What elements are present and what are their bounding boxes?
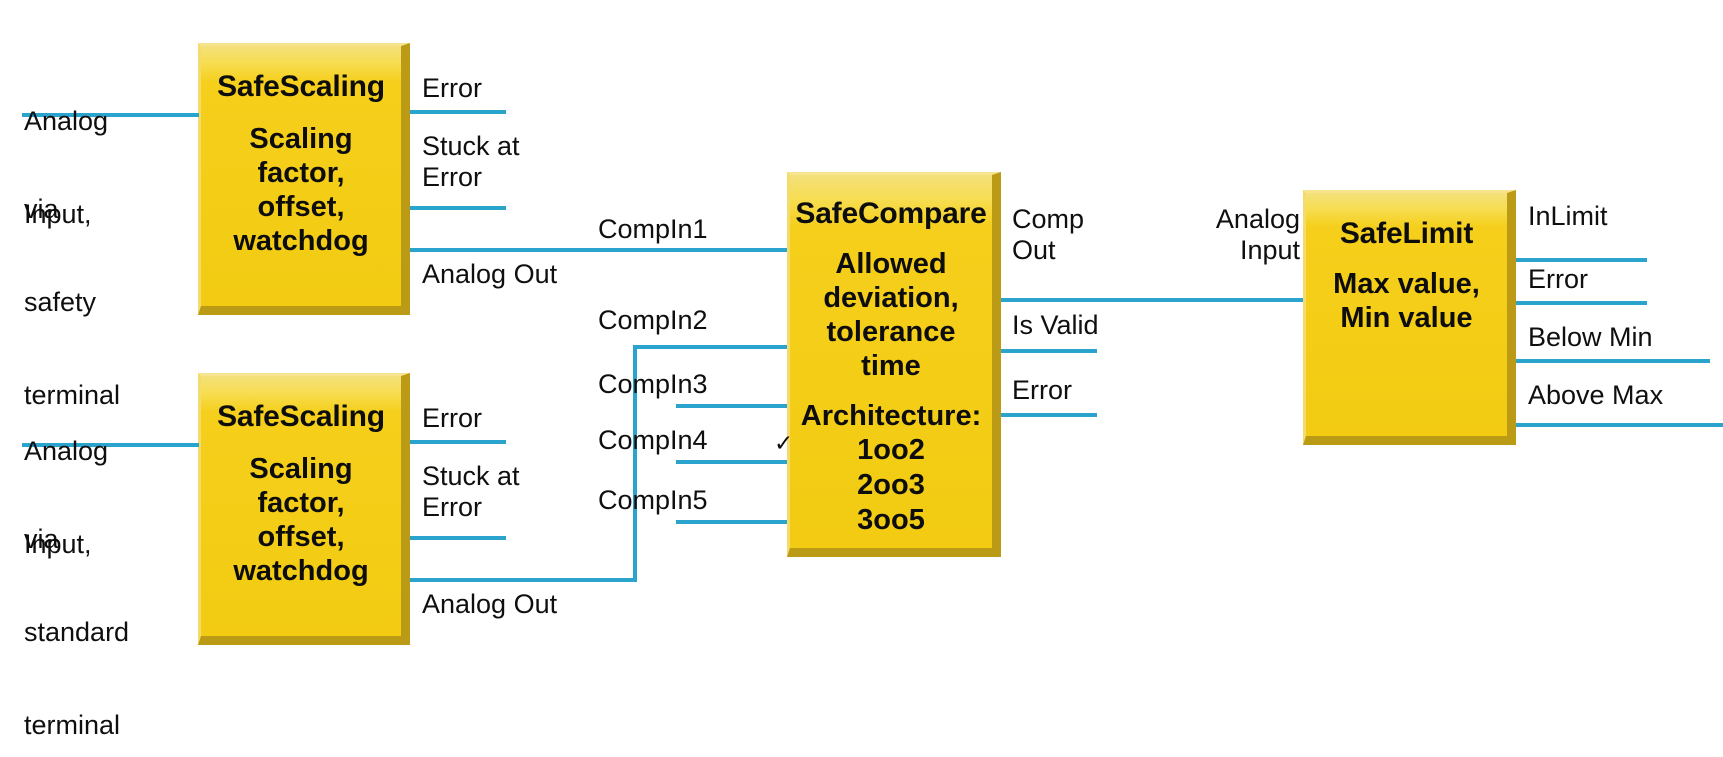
- label-analog-input-bottom: Analog Input,: [24, 374, 108, 622]
- wire-is-valid: [1001, 349, 1097, 353]
- label-comp-error: Error: [1012, 375, 1072, 405]
- architecture-option-2oo3[interactable]: 2oo3: [790, 468, 992, 503]
- wire-ss-top-stuck-at-error: [410, 206, 506, 210]
- block-safecompare-architecture-title: Architecture:: [800, 400, 982, 432]
- block-safecompare-body: Allowed deviation, tolerance time: [823, 248, 959, 382]
- label-above-max: Above Max: [1528, 380, 1664, 410]
- label-analog-input-top-l2: Input,: [24, 199, 92, 229]
- label-ss-bottom-analog-out: Analog Out: [422, 589, 558, 619]
- label-comp-out: Comp Out: [1012, 204, 1085, 265]
- label-ss-top-analog-out: Analog Out: [422, 259, 558, 289]
- label-below-min: Below Min: [1528, 322, 1653, 352]
- architecture-option-1oo2-label: 1oo2: [857, 434, 925, 466]
- label-compin1: CompIn1: [598, 214, 708, 244]
- label-ss-bottom-stuck-at-error: Stuck at Error: [422, 461, 520, 522]
- block-safescaling-top-title: SafeScaling: [217, 70, 385, 103]
- wire-compin5-stub: [676, 520, 787, 524]
- label-analog-input-bottom-l4: standard: [24, 617, 130, 647]
- label-analog-input-bottom-l2: Input,: [24, 529, 92, 559]
- wire-ss-top-analog-out: [410, 248, 787, 252]
- label-compin5: CompIn5: [598, 485, 708, 515]
- label-safelimit-analog-input: Analog Input: [1215, 204, 1300, 265]
- label-analog-input-top-l5: terminal: [24, 380, 121, 410]
- block-safecompare[interactable]: SafeCompare Allowed deviation, tolerance…: [774, 172, 1001, 557]
- label-ss-top-stuck-at-error: Stuck at Error: [422, 131, 520, 192]
- wire-ss-bottom-analog-out: [410, 578, 637, 582]
- wire-comp-out: [1001, 298, 1303, 302]
- wire-comp-error: [1001, 413, 1097, 417]
- label-analog-input-bottom-l3: via: [24, 524, 59, 554]
- wire-analog-input-top: [22, 113, 199, 117]
- label-analog-input-top-l3: via: [24, 194, 59, 224]
- block-safecompare-title: SafeCompare: [795, 197, 987, 230]
- block-safescaling-bottom-body: Scaling factor, offset, watchdog: [233, 453, 369, 587]
- label-analog-input-top-via: via safety terminal: [24, 132, 120, 473]
- label-safelimit-error: Error: [1528, 264, 1588, 294]
- wire-ss-bottom-error: [410, 440, 506, 444]
- wire-above-max: [1516, 423, 1723, 427]
- wire-safelimit-error: [1516, 301, 1647, 305]
- block-safelimit-title: SafeLimit: [1339, 217, 1474, 250]
- block-safelimit-body: Max value, Min value: [1333, 268, 1480, 334]
- label-analog-input-bottom-l1: Analog: [24, 436, 109, 466]
- label-is-valid: Is Valid: [1012, 310, 1099, 340]
- architecture-option-3oo5-label: 3oo5: [857, 504, 925, 536]
- wire-analog-input-bottom: [22, 443, 199, 447]
- label-ss-top-error: Error: [422, 73, 482, 103]
- label-compin2: CompIn2: [598, 305, 708, 335]
- wire-ss-bottom-analog-out-riser: [633, 345, 637, 582]
- wire-compin2-feed: [633, 345, 787, 349]
- label-analog-input-bottom-l5: terminal: [24, 710, 121, 740]
- label-compin4: CompIn4: [598, 425, 708, 455]
- block-safescaling-top[interactable]: SafeScaling Scaling factor, offset, watc…: [198, 43, 410, 315]
- architecture-option-1oo2[interactable]: ✓ 1oo2: [774, 432, 992, 468]
- check-icon: ✓: [774, 430, 794, 456]
- label-analog-input-bottom-via: via standard terminal: [24, 462, 129, 757]
- label-analog-input-top: Analog Input,: [24, 44, 108, 292]
- wire-inlimit: [1516, 258, 1647, 262]
- label-inlimit: InLimit: [1528, 201, 1608, 231]
- block-safescaling-top-body: Scaling factor, offset, watchdog: [233, 123, 369, 257]
- wire-ss-bottom-stuck-at-error: [410, 536, 506, 540]
- wire-compin3-stub: [676, 404, 787, 408]
- label-analog-input-top-l4: safety: [24, 287, 97, 317]
- wire-compin4-stub: [676, 460, 787, 464]
- label-analog-input-top-l1: Analog: [24, 106, 109, 136]
- architecture-option-2oo3-label: 2oo3: [857, 469, 925, 501]
- architecture-option-list: ✓ 1oo2 2oo3 3oo5: [774, 432, 992, 538]
- wire-below-min: [1516, 359, 1710, 363]
- block-safescaling-bottom-title: SafeScaling: [217, 400, 385, 433]
- wire-ss-top-error: [410, 110, 506, 114]
- block-safescaling-bottom[interactable]: SafeScaling Scaling factor, offset, watc…: [198, 373, 410, 645]
- label-ss-bottom-error: Error: [422, 403, 482, 433]
- architecture-option-3oo5[interactable]: 3oo5: [790, 503, 992, 538]
- block-safelimit[interactable]: SafeLimit Max value, Min value: [1303, 190, 1516, 445]
- label-compin3: CompIn3: [598, 369, 708, 399]
